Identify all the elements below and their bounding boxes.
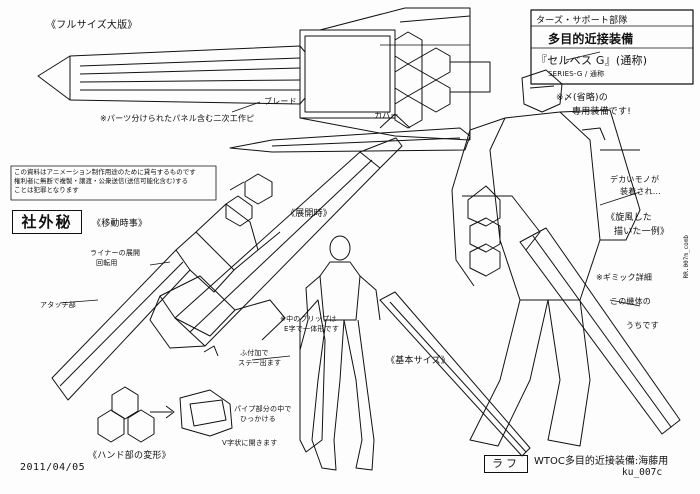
label-basic-size: 《基本サイズ》: [386, 356, 451, 366]
note-bottom-3: V字状に開きます: [222, 439, 278, 447]
top-sword-drawing: [37, 7, 491, 141]
rough-stamp: ラフ: [484, 455, 528, 473]
notice-line-2: 権利者に無断で複製・譲渡・公衆送信(送信可能化含む)する: [14, 177, 189, 185]
confidential-stamp: 社外秘: [12, 210, 82, 234]
note-mid-2: ステー出ます: [238, 359, 282, 367]
label-deploy: 《展開時》: [286, 209, 333, 219]
label-hand-transform: 《ハンド部の変形》: [88, 451, 171, 461]
right-note-7: ※ギミック詳細: [596, 273, 653, 282]
note-top: ※パーツ分けられたパネル含む二次工作ピ: [100, 114, 255, 123]
note-bottom-2: ひっかける: [240, 415, 276, 423]
right-note-4: 装着され…: [620, 187, 661, 196]
label-cover: カバー: [374, 111, 399, 120]
notice-line-1: この資料はアニメーション制作用途のために貸与するものです: [14, 168, 196, 176]
small-robot-figure: [299, 235, 531, 471]
copyright-notice: この資料はアニメーション制作用途のために貸与するものです 権利者に無断で複製・譲…: [14, 168, 209, 195]
note-mid-1: ふ付加で: [240, 349, 269, 357]
title-line1: 多目的近接装備: [548, 32, 634, 46]
side-blade-drawing: [229, 113, 471, 153]
label-blade: ブレード: [264, 97, 297, 106]
right-note-6: 描いた一例》: [614, 227, 670, 237]
sheet-code: ku_007c: [622, 467, 663, 478]
left-diagonal-sword: [51, 173, 281, 401]
right-note-9: うちです: [626, 321, 659, 330]
right-note-5: 《旋風した: [606, 213, 653, 223]
sheet-date: 2011/04/05: [20, 462, 86, 473]
right-note-2: 専用装備です!: [572, 107, 632, 117]
mid-diagonal-sword: [149, 137, 403, 349]
note-left-1: ライナーの展開: [90, 249, 141, 257]
subtitle: SERIES-G / 通称: [548, 70, 605, 78]
note-left-2: 回転用: [96, 259, 118, 267]
note-left-3: アタッチ部: [40, 301, 76, 309]
leader-lines: [59, 44, 641, 361]
large-robot-figure: [451, 69, 681, 447]
notice-line-3: ことは犯罪となります: [14, 186, 79, 194]
hand-transform-drawing: [97, 345, 233, 443]
label-full-size: 《フルサイズ大版》: [46, 20, 138, 31]
title-line2: 『セルベス G』(通称): [536, 54, 648, 67]
footer-caption: WTOC多目的近接装備:海藤用: [534, 456, 669, 467]
studio-line: ターズ・サポート部隊: [536, 16, 628, 26]
note-bottom-1: パイプ部分の中で: [234, 405, 292, 413]
note-grip-1: ※中のグリップは: [280, 315, 337, 323]
side-code: RR.007m_comb: [683, 235, 690, 279]
right-note-3: デカいモノが: [610, 175, 660, 184]
label-transform: 《移動時事》: [92, 219, 148, 229]
right-note-8: この機体の: [610, 297, 651, 306]
right-note-1: ※〆(省略)の: [556, 93, 608, 103]
note-grip-2: E字で一体形です: [284, 325, 340, 333]
